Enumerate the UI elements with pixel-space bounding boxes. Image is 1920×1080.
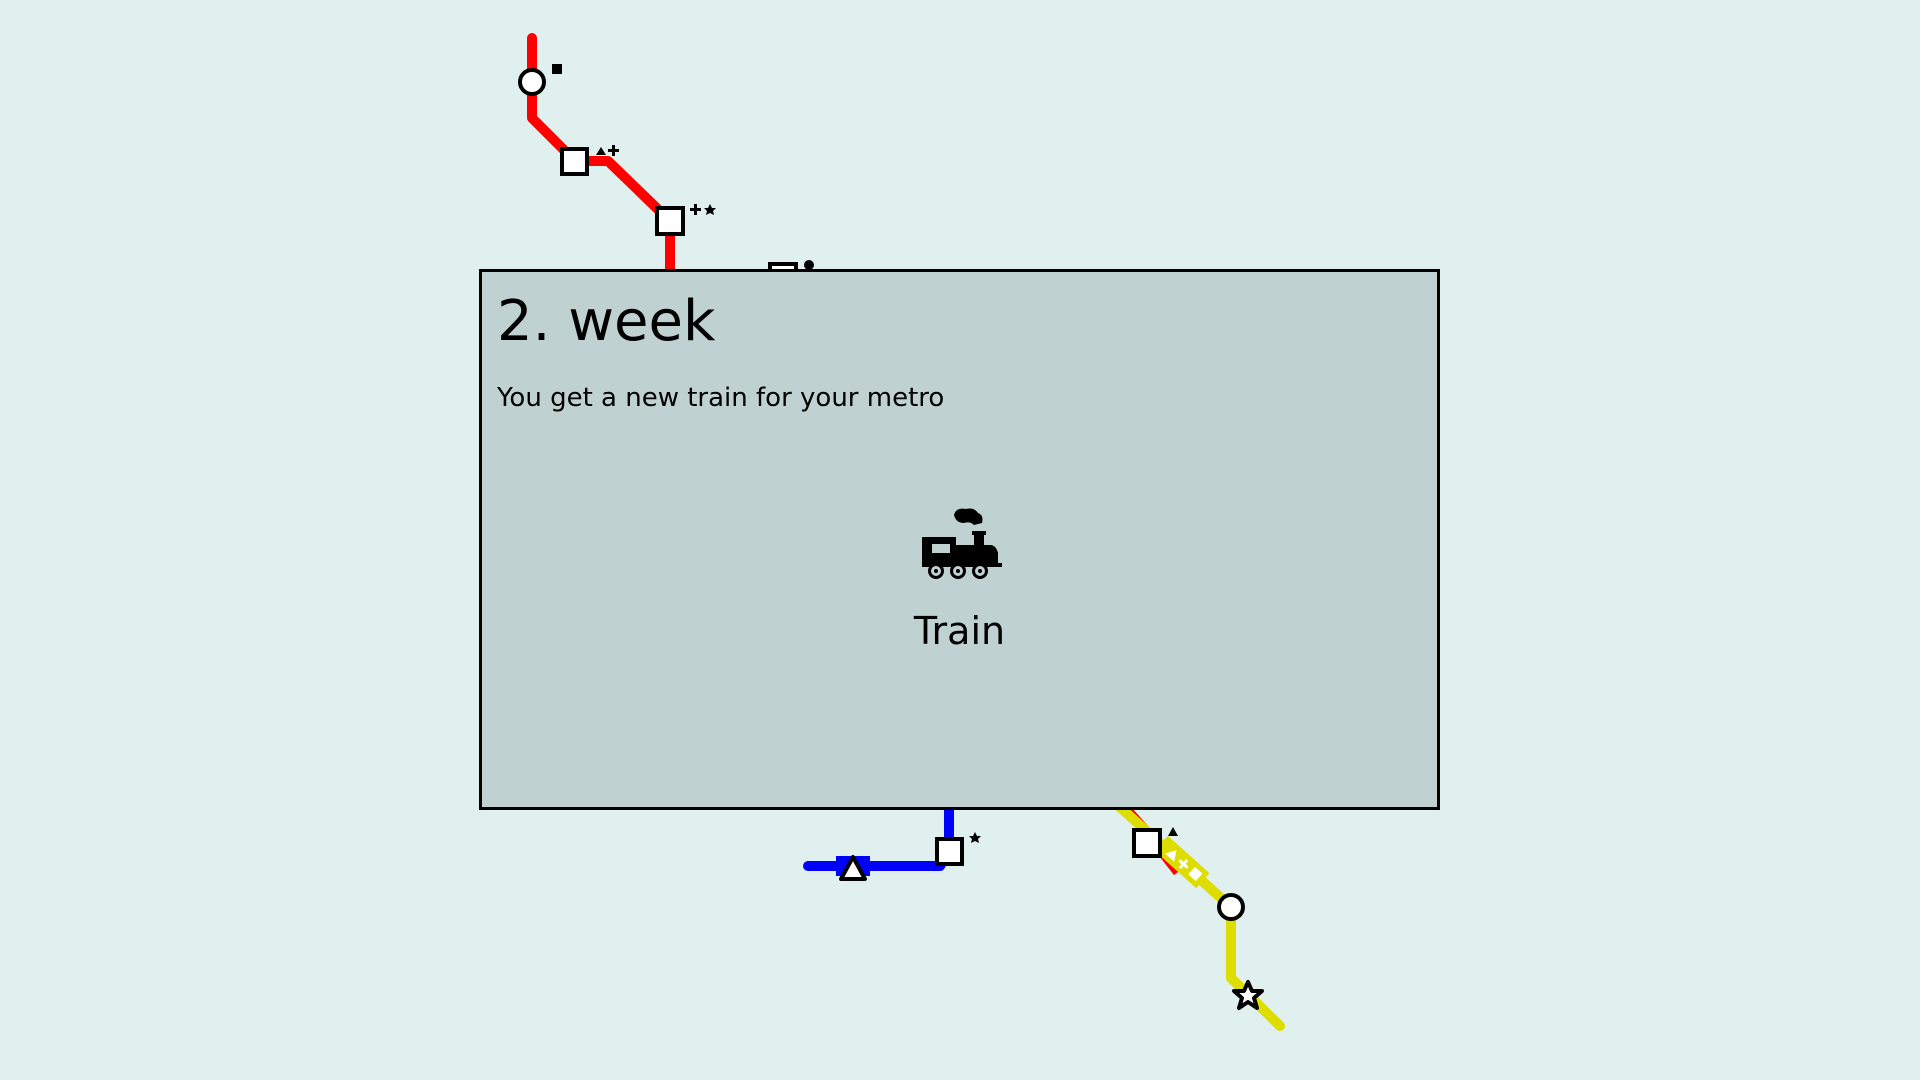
- week-reward-dialog[interactable]: 2. week You get a new train for your met…: [479, 269, 1440, 810]
- waiting-circle-icon: [804, 260, 814, 270]
- dialog-title: 2. week: [497, 289, 716, 354]
- station-circle[interactable]: [518, 68, 546, 96]
- station-square[interactable]: [1132, 828, 1162, 858]
- waiting-star-icon: [969, 832, 981, 843]
- station-square[interactable]: [935, 837, 964, 866]
- locomotive-icon: [921, 508, 1002, 579]
- station-triangle[interactable]: [839, 855, 867, 881]
- passenger-plus-icon: [1178, 858, 1189, 870]
- yellow-train[interactable]: [1154, 835, 1210, 889]
- reward-option-train[interactable]: Train: [482, 507, 1437, 653]
- blue-line[interactable]: [803, 800, 954, 871]
- station-star[interactable]: [1232, 980, 1264, 1010]
- station-circle[interactable]: [1217, 893, 1245, 921]
- reward-label: Train: [913, 609, 1006, 653]
- waiting-square-icon: [552, 64, 562, 74]
- waiting-triangle-icon: [596, 147, 606, 155]
- passenger-square-icon: [1188, 866, 1203, 882]
- waiting-star-icon: [704, 204, 716, 215]
- waiting-plus-icon: [608, 145, 619, 156]
- waiting-plus-icon: [690, 204, 701, 215]
- passenger-triangle-icon: [1165, 850, 1177, 862]
- waiting-triangle-icon: [1168, 827, 1178, 836]
- station-square[interactable]: [560, 147, 589, 176]
- station-square[interactable]: [655, 206, 685, 236]
- dialog-message: You get a new train for your metro: [497, 383, 945, 413]
